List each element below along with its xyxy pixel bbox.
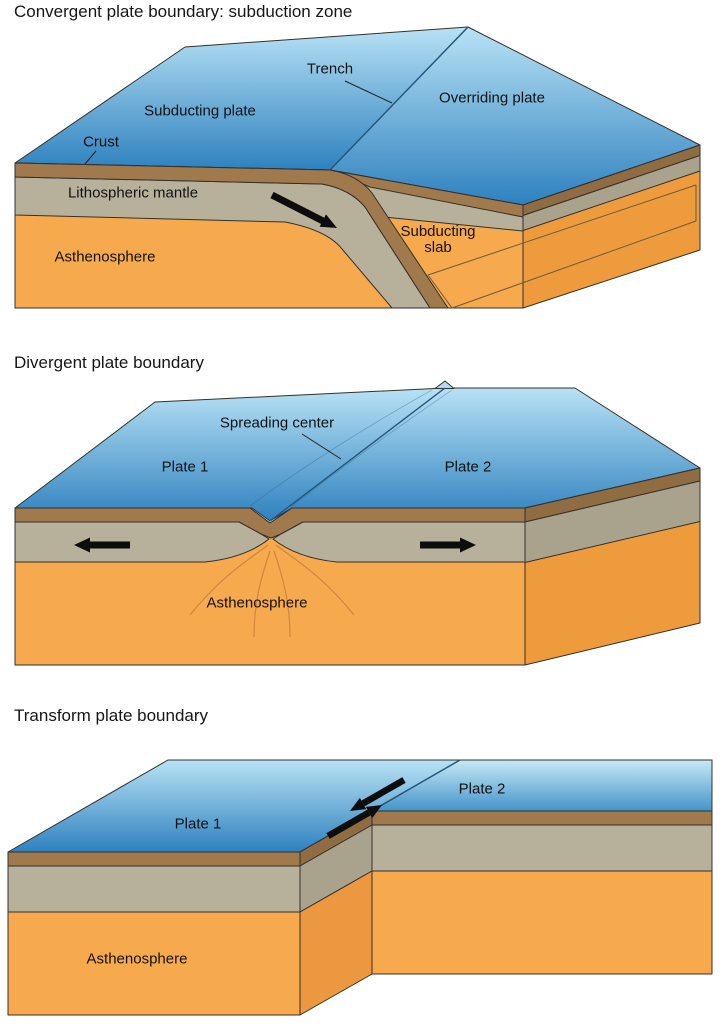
plate-motion-arrowhead-right-icon xyxy=(460,537,476,553)
label-plate-2: Plate 2 xyxy=(444,458,492,476)
crust-pointer-line xyxy=(84,150,97,165)
subducting-slab-outline xyxy=(427,184,697,309)
shear-arrowhead-northeast-icon xyxy=(365,805,382,819)
label-spreading-center: Spreading center xyxy=(219,414,335,432)
label-subducting-plate: Subducting plate xyxy=(144,102,256,120)
subducting-crust-band xyxy=(14,162,449,309)
label-subducting-slab-line1: Subducting xyxy=(400,223,476,240)
transform-section: Transform plate boundary xyxy=(0,700,720,1027)
plate2-front-mantle-band xyxy=(371,824,713,872)
plate2-front-asthenosphere xyxy=(371,870,713,975)
subduction-direction-arrowhead-icon xyxy=(319,214,337,228)
label-overriding-plate: Overriding plate xyxy=(439,89,545,107)
convergent-diagram xyxy=(14,26,701,309)
label-asthenosphere-1: Asthenosphere xyxy=(54,248,156,266)
spreading-center-pointer-line xyxy=(301,433,342,460)
mantle-band-right xyxy=(272,521,526,563)
shear-arrow-southwest-icon xyxy=(361,777,406,807)
label-plate-1: Plate 1 xyxy=(161,458,209,476)
ridge-crest-bump xyxy=(434,380,455,389)
label-lithospheric-mantle: Lithospheric mantle xyxy=(67,184,199,202)
label-plate-2: Plate 2 xyxy=(458,780,506,798)
spreading-center-line xyxy=(269,387,446,522)
mantle-band-left xyxy=(14,521,270,563)
shear-arrowhead-southwest-icon xyxy=(350,797,367,811)
transform-diagram xyxy=(7,759,713,1016)
shear-arrow-northeast-icon xyxy=(326,809,371,839)
label-plate-1: Plate 1 xyxy=(174,815,222,833)
trench-pointer-line xyxy=(344,80,393,104)
label-crust: Crust xyxy=(83,133,119,151)
label-asthenosphere-3: Asthenosphere xyxy=(86,950,188,968)
transform-title: Transform plate boundary xyxy=(14,706,209,725)
convergent-section: Convergent plate boundary: subduction zo… xyxy=(0,0,720,345)
divergent-title: Divergent plate boundary xyxy=(14,353,204,372)
divergent-diagram xyxy=(14,380,701,666)
divergent-section: Divergent plate boundary xyxy=(0,345,720,700)
label-subducting-slab: Subducting slab xyxy=(400,224,475,256)
subduction-direction-arrow-icon xyxy=(270,191,325,225)
plate2-front-crust-band xyxy=(371,810,713,826)
upwelling-flow-lines xyxy=(189,544,355,638)
plate-motion-arrowhead-left-icon xyxy=(74,537,90,553)
label-trench: Trench xyxy=(306,60,354,78)
plate1-front-crust-band xyxy=(7,851,301,867)
ridge-flank-line-right xyxy=(291,389,453,507)
convergent-title: Convergent plate boundary: subduction zo… xyxy=(14,2,353,21)
label-asthenosphere-2: Asthenosphere xyxy=(206,594,308,612)
plate1-front-asthenosphere xyxy=(7,911,301,1016)
trench-line xyxy=(329,26,469,171)
label-subducting-slab-line2: slab xyxy=(424,239,452,256)
ridge-flank-line-left xyxy=(249,389,433,507)
plate1-front-mantle-band xyxy=(7,865,301,913)
